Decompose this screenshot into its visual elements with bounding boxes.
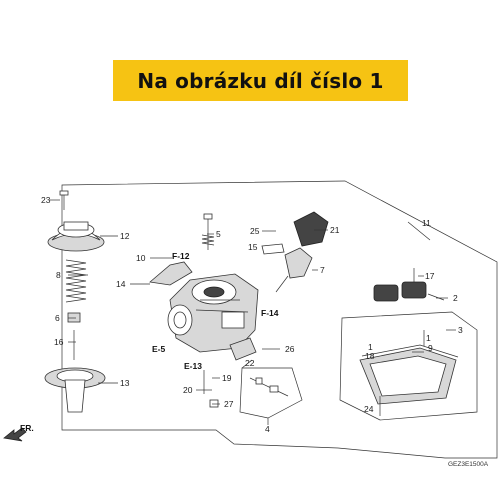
joint-22	[229, 337, 257, 361]
top-cover-12	[47, 221, 105, 252]
label-4: 4	[265, 424, 270, 434]
label-15: 15	[248, 242, 258, 252]
spring-8	[65, 259, 87, 303]
label-6: 6	[55, 313, 60, 323]
float-bowl-frame	[339, 311, 478, 421]
screw-5	[201, 213, 215, 250]
title-banner: Na obrázku díl číslo 1	[113, 60, 408, 101]
label-10: 10	[136, 253, 146, 263]
label-1-bowl: 1	[426, 333, 431, 343]
plug-27	[209, 399, 219, 408]
float-bowl-3	[359, 347, 457, 405]
label-25: 25	[250, 226, 260, 236]
label-27: 27	[224, 399, 234, 409]
diagram-frame	[61, 180, 498, 459]
carburetor-body-1	[167, 273, 259, 353]
ref-f12: F-12	[172, 251, 190, 261]
auto-choke-7	[275, 247, 313, 293]
bracket-14	[149, 261, 193, 286]
label-8: 8	[56, 270, 61, 280]
choke-cap-21	[293, 211, 329, 247]
ref-f14: F-14	[261, 308, 279, 318]
front-direction-label: FR.	[20, 423, 34, 433]
label-17: 17	[425, 271, 435, 281]
label-2: 2	[453, 293, 458, 303]
gasket-18	[361, 344, 459, 358]
label-19: 19	[222, 373, 232, 383]
front-direction-arrow: FR.	[3, 423, 34, 442]
label-1-gasket: 1	[368, 342, 373, 352]
diagram-code: GEZ3E1500A	[448, 461, 489, 468]
plate-15	[261, 243, 285, 255]
jet-assembly-4	[249, 377, 289, 397]
leader-lines	[50, 199, 456, 425]
label-11: 11	[422, 218, 431, 228]
label-9: 9	[428, 343, 433, 353]
label-24: 24	[364, 404, 374, 414]
label-26: 26	[285, 344, 295, 354]
label-23: 23	[41, 195, 51, 205]
label-7: 7	[320, 265, 325, 275]
clip-6	[67, 312, 81, 323]
label-13: 13	[120, 378, 130, 388]
label-20: 20	[183, 385, 193, 395]
label-3: 3	[458, 325, 463, 335]
diaphragm-13	[44, 367, 106, 413]
label-18: 18	[365, 351, 375, 361]
label-12: 12	[120, 231, 130, 241]
label-14: 14	[116, 279, 126, 289]
ref-e5: E-5	[152, 344, 166, 354]
label-5: 5	[216, 229, 221, 239]
ref-e13: E-13	[184, 361, 202, 371]
label-22: 22	[245, 358, 255, 368]
title-banner-text: Na obrázku díl číslo 1	[137, 68, 384, 93]
label-21: 21	[330, 225, 340, 235]
float-2	[373, 281, 445, 302]
screw-23	[59, 190, 69, 210]
jet-assembly-frame	[239, 367, 303, 419]
label-16: 16	[54, 337, 64, 347]
